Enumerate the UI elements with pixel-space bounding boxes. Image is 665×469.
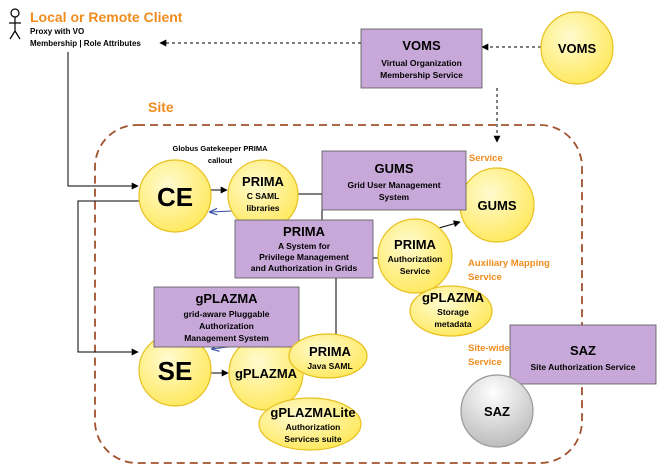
prima-auth-circle[interactable]: PRIMA Authorization Service xyxy=(377,218,453,294)
se-label: SE xyxy=(158,356,193,386)
gums-box[interactable]: GUMS Grid User Management System xyxy=(321,150,467,211)
prima-c-circle[interactable]: PRIMA C SAML libraries xyxy=(227,159,299,231)
prima-c-return-arrow xyxy=(210,211,233,212)
se-circle[interactable]: SE xyxy=(138,333,212,407)
gplazma-circle-label: gPLAZMA xyxy=(235,366,298,381)
connectors xyxy=(67,39,541,377)
site-wide-line1: Site-wide xyxy=(468,343,510,354)
prima-box-line1: A System for xyxy=(278,241,331,251)
gplazma-storage-line1: Storage xyxy=(437,307,469,317)
gplazmalite-line1: Authorization xyxy=(286,422,341,432)
prima-java-line1: Java SAML xyxy=(307,361,352,371)
site-boundary xyxy=(94,124,583,464)
saz-box[interactable]: SAZ Site Authorization Service xyxy=(509,324,657,385)
prima-box-title: PRIMA xyxy=(283,224,326,239)
gplazma-storage-line2: metadata xyxy=(434,319,472,329)
voms-box-title: VOMS xyxy=(402,38,441,53)
gums-box-line1: Grid User Management xyxy=(347,180,440,190)
voms-box[interactable]: VOMS Virtual Organization Membership Ser… xyxy=(360,28,483,89)
saz-circle[interactable]: SAZ xyxy=(460,374,534,448)
gums-box-title: GUMS xyxy=(375,161,414,176)
prima-auth-line2: Service xyxy=(400,266,431,276)
gplazma-circle[interactable]: gPLAZMA xyxy=(228,335,304,411)
client-title: Local or Remote Client xyxy=(30,9,183,25)
prima-c-line1: C SAML xyxy=(247,191,280,201)
gums-circle[interactable]: GUMS xyxy=(459,167,535,243)
saz-box-line1: Site Authorization Service xyxy=(530,362,635,372)
stick-figure-icon xyxy=(9,8,21,40)
prima-box[interactable]: PRIMA A System for Privilege Management … xyxy=(234,219,374,279)
client-actor: Local or Remote Client Proxy with VO Mem… xyxy=(9,8,183,48)
prima-c-line2: libraries xyxy=(246,203,279,213)
voms-box-line2: Membership Service xyxy=(380,70,463,80)
gplazma-storage-title: gPLAZMA xyxy=(422,290,485,305)
gums-box-line2: System xyxy=(379,192,410,202)
voms-box-line1: Virtual Organization xyxy=(381,58,462,68)
gatekeeper-line1: Globus Gatekeeper PRIMA xyxy=(172,144,268,153)
ce-label: CE xyxy=(157,182,193,212)
aux-mapping-line2: Service xyxy=(468,272,502,283)
site-label: Site xyxy=(148,99,174,115)
prima-auth-title: PRIMA xyxy=(394,237,437,252)
voms-circle-label: VOMS xyxy=(558,41,597,56)
ce-circle[interactable]: CE xyxy=(138,159,212,233)
gplazmalite-title: gPLAZMALite xyxy=(270,405,355,420)
voms-circle[interactable]: VOMS xyxy=(540,11,614,85)
client-to-ce-arrow xyxy=(67,52,139,190)
saz-box-title: SAZ xyxy=(570,343,596,358)
prima-auth-line1: Authorization xyxy=(388,254,443,264)
client-line1: Proxy with VO xyxy=(30,27,84,36)
gatekeeper-line2: callout xyxy=(208,156,233,165)
site-wide-line2: Service xyxy=(468,357,502,368)
gplazma-storage-circle[interactable]: gPLAZMA Storage metadata xyxy=(409,285,493,337)
prima-c-title: PRIMA xyxy=(242,174,285,189)
gums-circle-label: GUMS xyxy=(478,198,517,213)
gplazmalite-line2: Services suite xyxy=(284,434,341,444)
saz-circle-label: SAZ xyxy=(484,404,510,419)
aux-mapping-line1: Auxiliary Mapping xyxy=(468,258,550,269)
gplazma-box-line2: Authorization xyxy=(199,321,254,331)
client-to-se-arrow xyxy=(77,200,140,356)
gplazma-box[interactable]: gPLAZMA grid-aware Pluggable Authorizati… xyxy=(153,286,300,348)
prima-box-line3: and Authorization in Grids xyxy=(251,263,358,273)
gplazma-box-title: gPLAZMA xyxy=(195,291,258,306)
prima-box-line2: Privilege Management xyxy=(259,252,349,262)
gplazma-box-line1: grid-aware Pluggable xyxy=(184,309,270,319)
gplazma-box-line3: Management System xyxy=(184,333,269,343)
mapping-service-label: ing Service xyxy=(452,153,503,164)
client-line2: Membership | Role Attributes xyxy=(30,39,141,48)
gplazmalite-circle[interactable]: gPLAZMALite Authorization Services suite xyxy=(258,397,362,451)
prima-java-circle[interactable]: PRIMA Java SAML xyxy=(288,333,368,379)
prima-java-title: PRIMA xyxy=(309,344,352,359)
